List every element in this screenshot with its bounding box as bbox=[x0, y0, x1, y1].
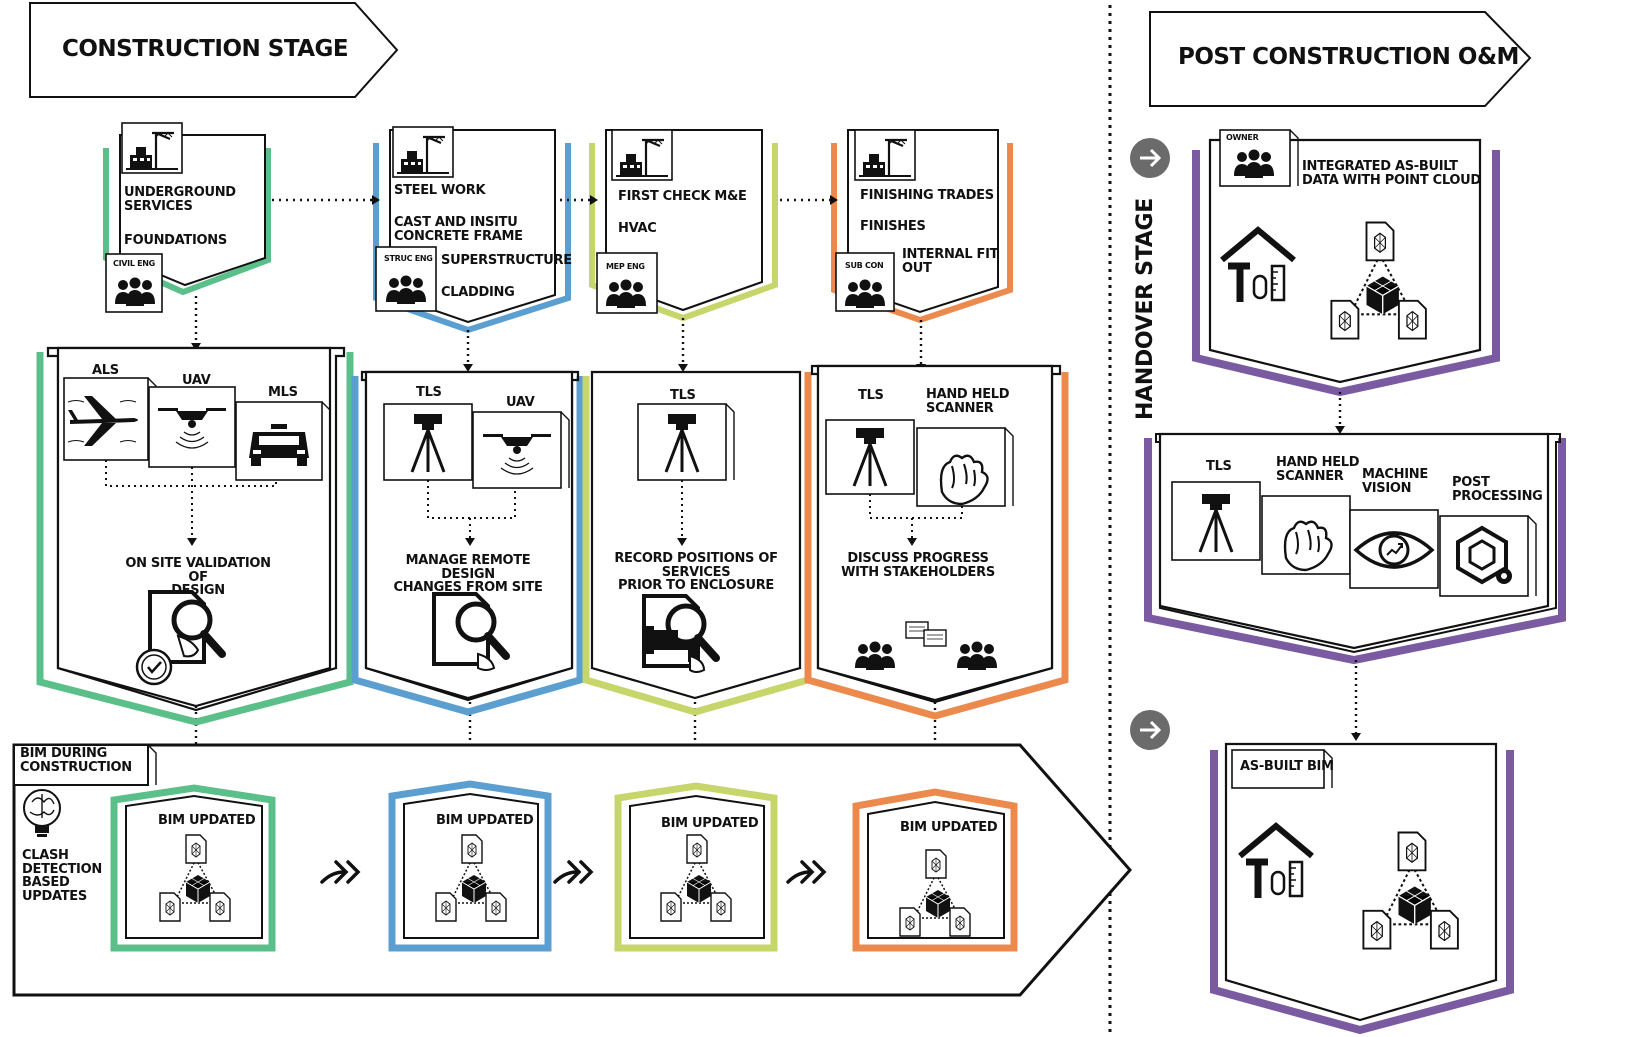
bim-updated-lime bbox=[614, 782, 778, 952]
connector-arrowheads bbox=[372, 195, 838, 205]
house-tools-icon bbox=[1220, 226, 1296, 302]
double-chevron-arrow-icon bbox=[320, 860, 827, 884]
task-foundations: FOUNDATIONS bbox=[124, 233, 227, 248]
post-method-tls: TLS bbox=[1206, 459, 1232, 474]
method-panel-blue bbox=[351, 370, 584, 716]
arrow-right-circle-icon bbox=[1130, 138, 1170, 750]
construction-stage-header bbox=[29, 2, 399, 98]
task-card-green bbox=[103, 121, 271, 313]
role-owner: OWNER bbox=[1226, 133, 1259, 142]
bim-updated-label: BIM UPDATED bbox=[661, 816, 759, 831]
construction-site-icon bbox=[610, 128, 674, 182]
post-method-hand-held: HAND HELD SCANNER bbox=[1276, 455, 1360, 484]
task-concrete: CAST AND INSITU CONCRETE FRAME bbox=[394, 215, 523, 244]
bim-during-band bbox=[12, 743, 1132, 997]
task-fit-out: INTERNAL FIT OUT bbox=[902, 247, 999, 276]
method-tls: TLS bbox=[416, 385, 442, 400]
pipe-services-icon bbox=[646, 626, 696, 662]
task-card-lime bbox=[589, 128, 778, 322]
post-method-post-processing: POST PROCESSING bbox=[1452, 475, 1543, 504]
role-subcon: SUB CON bbox=[845, 261, 884, 270]
role-mep: MEP ENG bbox=[606, 262, 645, 271]
task-steel: STEEL WORK bbox=[394, 183, 486, 198]
method-tls: TLS bbox=[670, 388, 696, 403]
task-card-blue bbox=[373, 125, 571, 334]
construction-site-icon bbox=[120, 121, 184, 175]
task-first-check: FIRST CHECK M&E bbox=[618, 189, 747, 204]
chat-bubbles-icon bbox=[905, 621, 947, 647]
outcome-validation: ON SITE VALIDATION OF DESIGN bbox=[125, 556, 271, 599]
post-construction-title: POST CONSTRUCTION O&M bbox=[1178, 44, 1519, 70]
bim-during-title: BIM DURING CONSTRUCTION bbox=[20, 746, 132, 775]
outcome-discuss: DISCUSS PROGRESS WITH STAKEHOLDERS bbox=[841, 551, 995, 580]
construction-stage-title: CONSTRUCTION STAGE bbox=[62, 36, 349, 62]
role-struc: STRUC ENG bbox=[384, 254, 433, 263]
eye-vision-icon bbox=[1353, 531, 1435, 569]
task-underground: UNDERGROUND SERVICES bbox=[124, 185, 236, 214]
house-tools-icon bbox=[1238, 822, 1314, 898]
method-uav: UAV bbox=[506, 395, 535, 410]
method-tls: TLS bbox=[858, 388, 884, 403]
outcome-remote: MANAGE REMOTE DESIGN CHANGES FROM SITE bbox=[393, 553, 543, 596]
task-finishing-trades: FINISHING TRADES bbox=[860, 188, 994, 203]
asbuilt-bim-card bbox=[1210, 742, 1514, 1035]
construction-site-icon bbox=[853, 128, 917, 182]
bim-updated-label: BIM UPDATED bbox=[900, 820, 998, 835]
asbuilt-bim-label: AS-BUILT BIM bbox=[1240, 759, 1334, 774]
method-panel-green bbox=[36, 346, 354, 726]
post-construction-header bbox=[1149, 11, 1532, 107]
method-panel-orange bbox=[804, 364, 1069, 720]
bim-updated-orange bbox=[852, 788, 1018, 952]
bim-updated-label: BIM UPDATED bbox=[158, 813, 256, 828]
bim-updated-blue bbox=[388, 780, 552, 952]
checkmark-icon bbox=[135, 648, 173, 686]
task-hvac: HVAC bbox=[618, 221, 657, 236]
lightbulb-brain-icon bbox=[23, 789, 61, 837]
handover-stage-title: HANDOVER STAGE bbox=[1133, 198, 1158, 420]
construction-site-icon bbox=[391, 125, 455, 179]
integrated-asbuilt-card bbox=[1192, 129, 1500, 397]
method-als: ALS bbox=[92, 363, 119, 378]
outcome-record: RECORD POSITIONS OF SERVICES PRIOR TO EN… bbox=[614, 551, 778, 594]
task-finishes: FINISHES bbox=[860, 219, 926, 234]
task-cladding: CLADDING bbox=[441, 285, 515, 300]
method-uav: UAV bbox=[182, 373, 211, 388]
method-panel-lime bbox=[582, 370, 812, 716]
post-methods-panel bbox=[1144, 432, 1566, 665]
post-method-machine-vision: MACHINE VISION bbox=[1362, 467, 1428, 496]
gear-cube-icon bbox=[1456, 525, 1512, 585]
car-icon bbox=[249, 424, 309, 466]
bim-updated-green bbox=[110, 784, 276, 952]
integrated-label: INTEGRATED AS-BUILT DATA WITH POINT CLOU… bbox=[1302, 159, 1481, 188]
clash-detection-note: CLASH DETECTION BASED UPDATES bbox=[22, 848, 102, 904]
method-mls: MLS bbox=[268, 385, 298, 400]
airplane-icon bbox=[67, 396, 138, 446]
role-civil: CIVIL ENG bbox=[113, 259, 155, 268]
bim-updated-label: BIM UPDATED bbox=[436, 813, 534, 828]
method-hand-held: HAND HELD SCANNER bbox=[926, 387, 1010, 416]
task-superstructure: SUPERSTRUCTURE bbox=[441, 253, 572, 268]
